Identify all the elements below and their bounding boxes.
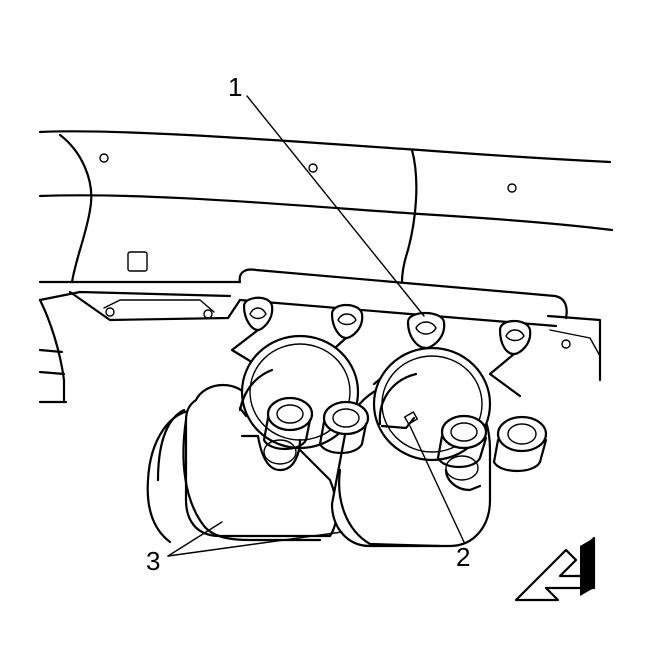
- tip-2: [318, 400, 370, 455]
- tip-3: [436, 414, 488, 469]
- tip-4: [492, 415, 548, 473]
- callout-1: 1: [228, 72, 243, 102]
- tailpipe-tips: [262, 396, 548, 473]
- leader-callout-3b: [167, 531, 343, 557]
- rubber-insulators: [242, 296, 532, 356]
- callout-3: 3: [146, 546, 161, 576]
- insulator-4: [498, 319, 532, 356]
- leader-callout-3a: [167, 521, 223, 557]
- hanger-rail: [238, 268, 602, 382]
- leader-callout-2: [409, 425, 465, 543]
- exhaust-clamp: [238, 368, 419, 430]
- exhaust-pipe-left: [146, 408, 198, 544]
- left-body-structure: [38, 290, 242, 404]
- insulator-3-callout-1: [406, 311, 446, 350]
- front-direction-arrow-icon: [514, 536, 596, 602]
- insulator-1: [242, 296, 274, 332]
- leader-callout-1: [246, 95, 425, 317]
- tip-1: [262, 396, 314, 451]
- callout-2: 2: [456, 542, 471, 572]
- leader-lines: [167, 95, 465, 557]
- rear-fascia: [38, 130, 614, 302]
- insulator-2: [330, 303, 364, 340]
